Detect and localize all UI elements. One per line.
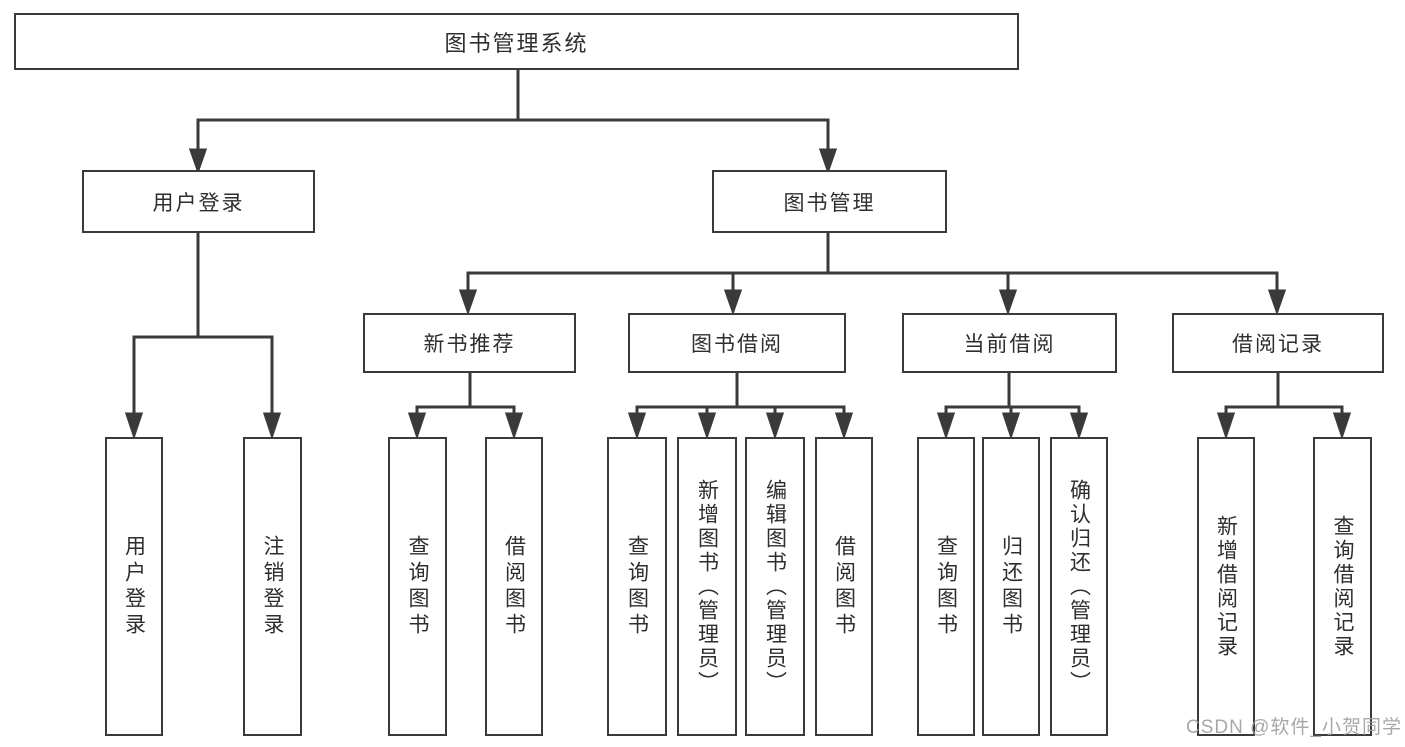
connector-borrow-records-branch <box>1216 373 1352 440</box>
connector-new-book-branch <box>407 373 524 440</box>
node-label: 用户登录 <box>152 191 245 215</box>
leaf-return-books: 归还图书 <box>982 437 1040 736</box>
leaf-query-books-2: 查询图书 <box>607 437 667 736</box>
leaf-add-borrow-record: 新增借阅记录 <box>1197 437 1255 736</box>
leaf-label: 注销登录 <box>261 534 284 639</box>
node-book-borrowing: 图书借阅 <box>628 313 846 373</box>
node-user-login: 用户登录 <box>82 170 315 233</box>
leaf-label: 借阅图书 <box>832 534 856 639</box>
leaf-label: 新增图书（管理员） <box>695 478 719 695</box>
leaf-add-books-admin: 新增图书（管理员） <box>677 437 737 736</box>
leaf-label: 查询图书 <box>406 534 429 639</box>
connector-root-to-level2 <box>188 69 838 175</box>
leaf-label: 用户登录 <box>122 534 146 639</box>
node-current-borrowing: 当前借阅 <box>902 313 1117 373</box>
leaf-label: 归还图书 <box>999 534 1023 639</box>
node-borrowing-records: 借阅记录 <box>1172 313 1384 373</box>
leaf-label: 借阅图书 <box>502 534 526 639</box>
connector-book-management-to-level3 <box>458 233 1287 316</box>
node-label: 借阅记录 <box>1232 333 1324 356</box>
node-label: 新书推荐 <box>423 333 516 356</box>
node-label: 当前借阅 <box>963 333 1056 356</box>
leaf-query-books-3: 查询图书 <box>917 437 975 736</box>
leaf-label: 查询借阅记录 <box>1331 514 1354 659</box>
leaf-borrow-books-2: 借阅图书 <box>815 437 873 736</box>
connector-current-borrow-branch <box>936 373 1089 440</box>
node-library-management-system: 图书管理系统 <box>14 13 1019 70</box>
node-book-management: 图书管理 <box>712 170 947 233</box>
leaf-edit-books-admin: 编辑图书（管理员） <box>745 437 805 736</box>
leaf-label: 编辑图书（管理员） <box>763 478 787 695</box>
node-label: 图书管理系统 <box>444 30 589 56</box>
connector-book-borrow-branch <box>627 373 854 440</box>
leaf-label: 查询图书 <box>934 534 958 639</box>
leaf-query-books-1: 查询图书 <box>388 437 447 736</box>
leaf-label: 新增借阅记录 <box>1214 514 1238 659</box>
leaf-query-borrow-record: 查询借阅记录 <box>1313 437 1372 736</box>
leaf-label: 确认归还（管理员） <box>1067 478 1091 695</box>
node-label: 图书管理 <box>783 191 876 215</box>
leaf-borrow-books-1: 借阅图书 <box>485 437 543 736</box>
node-label: 图书借阅 <box>691 333 783 356</box>
leaf-user-login: 用户登录 <box>105 437 163 736</box>
leaf-logout: 注销登录 <box>243 437 302 736</box>
csdn-watermark: CSDN @软件_小贺同学 <box>1186 717 1402 738</box>
connector-user-login-branch <box>124 233 282 440</box>
leaf-confirm-return-admin: 确认归还（管理员） <box>1050 437 1108 736</box>
node-new-book-recommendation: 新书推荐 <box>363 313 576 373</box>
leaf-label: 查询图书 <box>625 534 649 639</box>
